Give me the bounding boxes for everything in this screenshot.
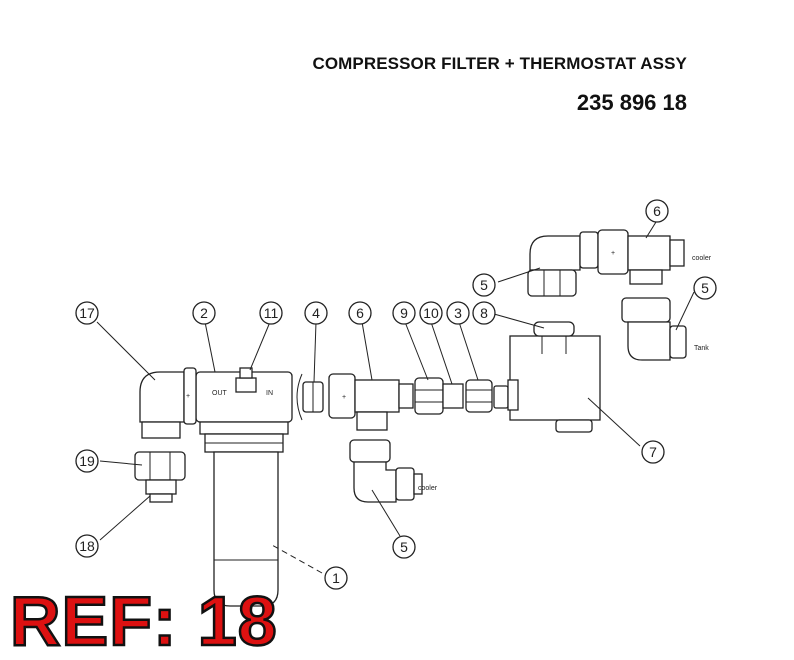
callout-1: 1 bbox=[324, 566, 348, 590]
callout-6-top: 6 bbox=[645, 199, 669, 223]
left-elbow-fitting: + bbox=[139, 367, 197, 439]
reference-number: REF: 18 bbox=[9, 582, 278, 660]
callout-3: 3 bbox=[446, 301, 470, 325]
callout-18: 18 bbox=[75, 534, 99, 558]
reducer-10 bbox=[442, 383, 464, 409]
nipple-4 bbox=[302, 381, 324, 413]
tank-label: Tank bbox=[694, 345, 709, 352]
svg-text:4: 4 bbox=[312, 305, 320, 321]
callout-8: 8 bbox=[472, 301, 496, 325]
adapter-9 bbox=[414, 377, 444, 415]
svg-text:11: 11 bbox=[264, 305, 279, 321]
callout-5-right: 5 bbox=[693, 276, 717, 300]
callout-17: 17 bbox=[75, 301, 99, 325]
callout-6-center: 6 bbox=[348, 301, 372, 325]
svg-text:7: 7 bbox=[649, 444, 657, 460]
cooler-label-lower: cooler bbox=[418, 485, 438, 492]
callout-2: 2 bbox=[192, 301, 216, 325]
callout-4: 4 bbox=[304, 301, 328, 325]
nut-3 bbox=[465, 379, 509, 413]
filter-out-label: OUT bbox=[212, 390, 228, 397]
cooler-label-upper: cooler bbox=[692, 255, 712, 262]
leader-lines bbox=[96, 221, 695, 574]
callout-11: 11 bbox=[259, 301, 283, 325]
svg-text:3: 3 bbox=[454, 305, 462, 321]
callout-5-lower: 5 bbox=[392, 535, 416, 559]
svg-text:18: 18 bbox=[79, 538, 95, 554]
diagram-title: COMPRESSOR FILTER + THERMOSTAT ASSY bbox=[312, 54, 687, 73]
callout-5-top: 5 bbox=[472, 273, 496, 297]
svg-text:2: 2 bbox=[200, 305, 208, 321]
svg-text:5: 5 bbox=[701, 280, 709, 296]
hex-adapter-19 bbox=[134, 451, 186, 503]
svg-text:8: 8 bbox=[480, 305, 488, 321]
svg-text:5: 5 bbox=[480, 277, 488, 293]
filter-assembly: OUT IN bbox=[185, 367, 303, 607]
svg-text:1: 1 bbox=[332, 570, 340, 586]
tee-fitting-6: + bbox=[328, 373, 414, 431]
svg-text:17: 17 bbox=[79, 305, 95, 321]
callout-19: 19 bbox=[75, 449, 99, 473]
svg-text:19: 19 bbox=[79, 453, 95, 469]
thermostat-block bbox=[507, 321, 601, 433]
svg-text:+: + bbox=[342, 394, 346, 401]
svg-text:6: 6 bbox=[356, 305, 364, 321]
svg-text:+: + bbox=[186, 393, 190, 400]
svg-text:5: 5 bbox=[400, 539, 408, 555]
svg-text:10: 10 bbox=[423, 305, 439, 321]
svg-text:9: 9 bbox=[400, 305, 408, 321]
callout-9: 9 bbox=[392, 301, 416, 325]
top-elbow-5 bbox=[527, 231, 599, 297]
callout-10: 10 bbox=[419, 301, 443, 325]
right-elbow-5: Tank bbox=[621, 297, 709, 361]
callout-7: 7 bbox=[641, 440, 665, 464]
svg-text:+: + bbox=[611, 250, 615, 257]
top-tee-6: + cooler bbox=[597, 229, 712, 285]
svg-text:6: 6 bbox=[653, 203, 661, 219]
lower-elbow-5: cooler bbox=[349, 439, 438, 503]
filter-in-label: IN bbox=[266, 390, 273, 397]
part-number: 235 896 18 bbox=[576, 90, 687, 115]
